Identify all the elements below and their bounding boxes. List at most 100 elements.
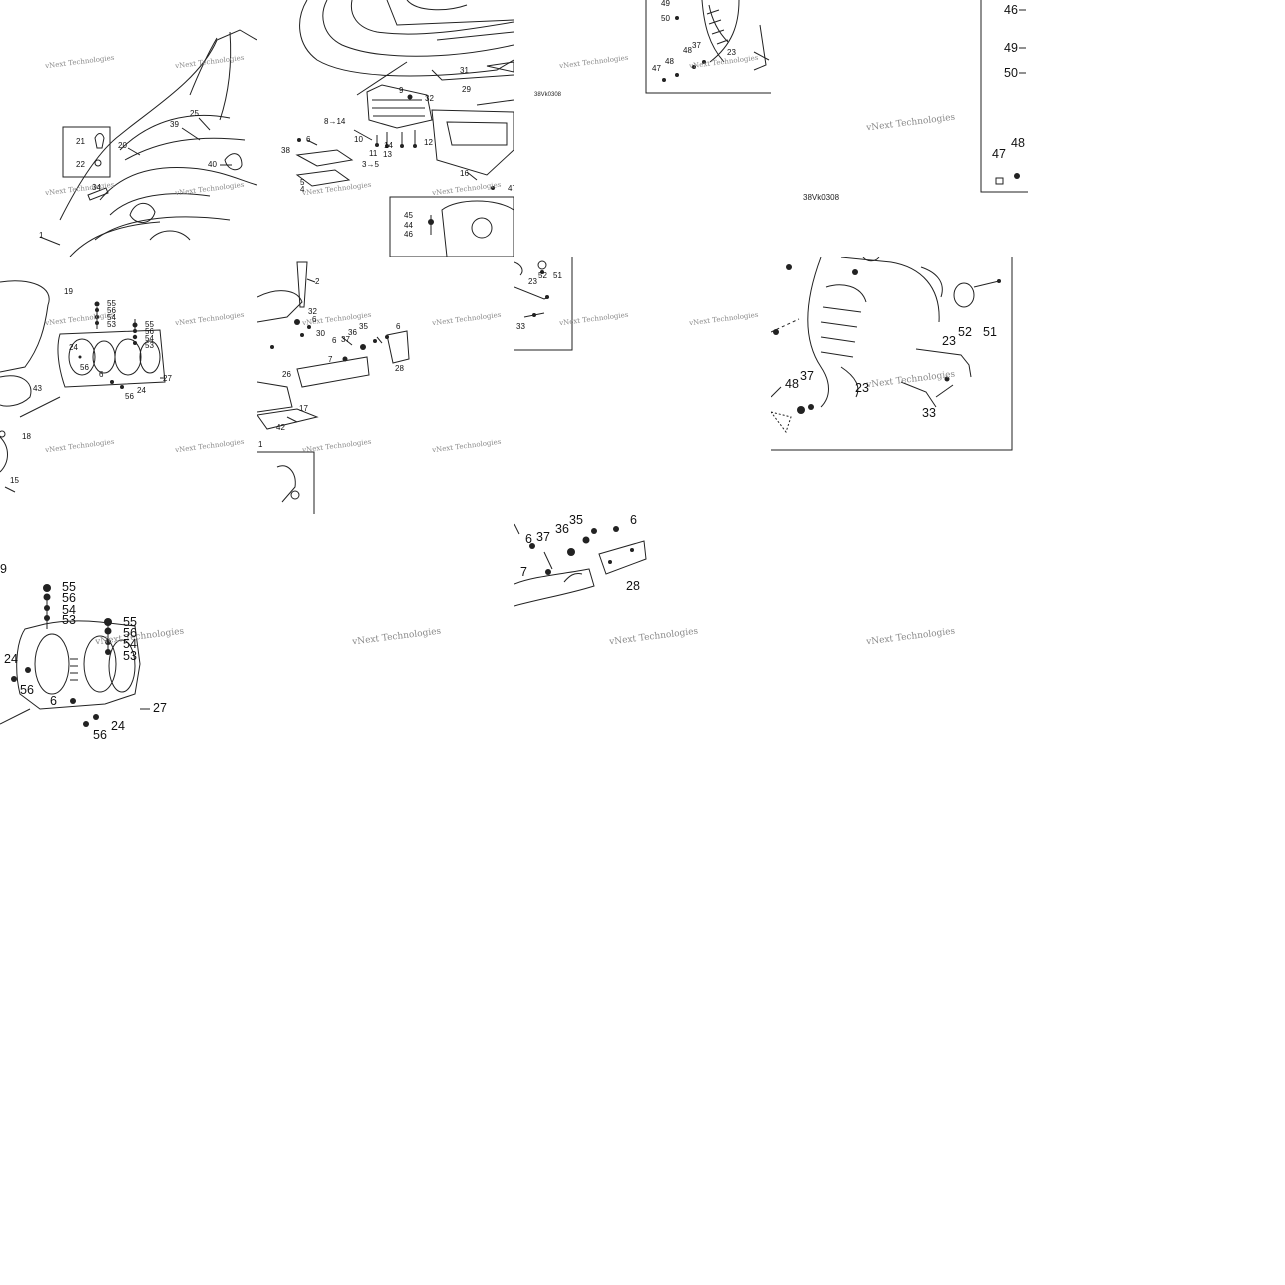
part-label: 3→5	[362, 160, 379, 169]
part-label: 42	[276, 423, 285, 432]
part-label: 56	[93, 728, 107, 742]
watermark: vNext Technologies	[865, 626, 956, 648]
part-label: 5	[300, 178, 305, 187]
part-label: 21	[76, 137, 85, 146]
part-label: 12	[424, 138, 433, 147]
part-label: 22	[76, 160, 85, 169]
part-label: 52	[538, 271, 547, 280]
gauge-zoom-drawing	[0, 584, 150, 727]
part-label: 47	[652, 64, 661, 73]
part-label: 37	[536, 530, 550, 544]
part-label: 48	[665, 57, 674, 66]
part-label: 54	[123, 637, 137, 651]
part-label: 51	[553, 271, 562, 280]
watermark: vNext Technologies	[351, 626, 442, 648]
part-label: 37	[800, 369, 814, 383]
diagram-tile-side-panel: vNext Technologies vNext Technologies 38…	[514, 0, 771, 257]
part-label: 55	[62, 580, 76, 594]
diagram-tile-watermark-blank: vNext Technologies	[771, 514, 1028, 771]
part-label: 56	[145, 327, 154, 336]
part-label: 6	[99, 370, 104, 379]
bumper-drawing	[257, 261, 410, 514]
part-label: 6	[396, 322, 401, 331]
part-label: 7	[520, 565, 527, 579]
part-label: 24	[111, 719, 125, 733]
side-panel-drawing	[645, 0, 771, 94]
part-label: 53	[145, 341, 154, 350]
part-label: 25	[190, 109, 199, 118]
part-label: 53	[107, 320, 116, 329]
diagram-tile-bumper: vNext Technologies vNext Technologies vN…	[257, 257, 514, 514]
part-label: 23	[727, 48, 736, 57]
part-label: 26	[282, 370, 291, 379]
side-panel-zoom-drawing	[980, 0, 1028, 193]
part-label: 33	[922, 406, 936, 420]
part-label: 9	[0, 562, 7, 576]
part-label: 50	[1004, 66, 1018, 80]
part-label: 56	[80, 363, 89, 372]
part-label: 23	[942, 334, 956, 348]
part-label: 53	[123, 649, 137, 663]
hardware-drawing	[514, 523, 647, 607]
part-label: 6	[332, 336, 337, 345]
part-label: 55	[145, 320, 154, 329]
part-label: 54	[107, 313, 116, 322]
part-label: 54	[62, 603, 76, 617]
part-label: 35	[359, 322, 368, 331]
part-label: 35	[569, 514, 583, 527]
part-label: 24	[69, 343, 78, 352]
part-label: 32	[308, 307, 317, 316]
part-label: 6	[630, 514, 637, 527]
gauge-panel-drawing	[0, 280, 166, 493]
part-label: 55	[123, 615, 137, 629]
part-label: 50	[661, 14, 670, 23]
part-label: 44	[404, 221, 413, 230]
diagram-tile-watermark-blank: vNext Technologies	[257, 514, 514, 771]
part-label: 36	[555, 522, 569, 536]
part-label: 14	[384, 141, 393, 150]
part-label: 43	[33, 384, 42, 393]
part-label: 18	[22, 432, 31, 441]
part-label: 4	[300, 185, 305, 194]
part-label: 28	[395, 364, 404, 373]
part-label: 48	[1011, 136, 1025, 150]
part-label: 49	[1004, 41, 1018, 55]
part-label: 47	[992, 147, 1006, 161]
part-label: 47	[508, 184, 514, 193]
part-label: 19	[64, 287, 73, 296]
part-label: 16	[460, 169, 469, 178]
part-label: 27	[153, 701, 167, 715]
part-label: 37	[692, 41, 701, 50]
part-label: 20	[118, 141, 127, 150]
part-label: 56	[20, 683, 34, 697]
diagram-tile-bracket: vNext Technologies vNext Technologies 52…	[514, 257, 771, 514]
part-label: 56	[123, 626, 137, 640]
part-label: 6	[306, 135, 311, 144]
part-label: 32	[425, 94, 434, 103]
part-label: 30	[316, 329, 325, 338]
part-label: 17	[299, 404, 308, 413]
part-label: 49	[661, 0, 670, 8]
part-label: 55	[107, 299, 116, 308]
part-label: 51	[983, 325, 997, 339]
part-label: 46	[1004, 3, 1018, 17]
part-label: 31	[460, 66, 469, 75]
part-label: 39	[170, 120, 179, 129]
part-label: 1	[39, 231, 44, 240]
diagram-code: 38Vk0308	[534, 92, 562, 98]
part-label: 48	[683, 46, 692, 55]
part-label: 6	[312, 315, 317, 324]
part-label: 38	[281, 146, 290, 155]
diagram-tile-hardware: vNext Technologies 35 6 36 37 6 7 28	[514, 514, 771, 771]
diagram-tile-gauge-panel: vNext Technologies vNext Technologies vN…	[0, 257, 257, 514]
part-label: 40	[208, 160, 217, 169]
seat-drawing	[295, 0, 514, 257]
part-label: 36	[348, 328, 357, 337]
part-label: 54	[145, 334, 154, 343]
diagram-tile-gauge-zoom: vNext Technologies 9 55 56 54 53 55 56 5…	[0, 514, 257, 771]
part-label: 52	[958, 325, 972, 339]
part-label: 6	[525, 532, 532, 546]
part-label: 46	[404, 230, 413, 239]
part-label: 2	[315, 277, 320, 286]
part-label: 7	[328, 355, 333, 364]
